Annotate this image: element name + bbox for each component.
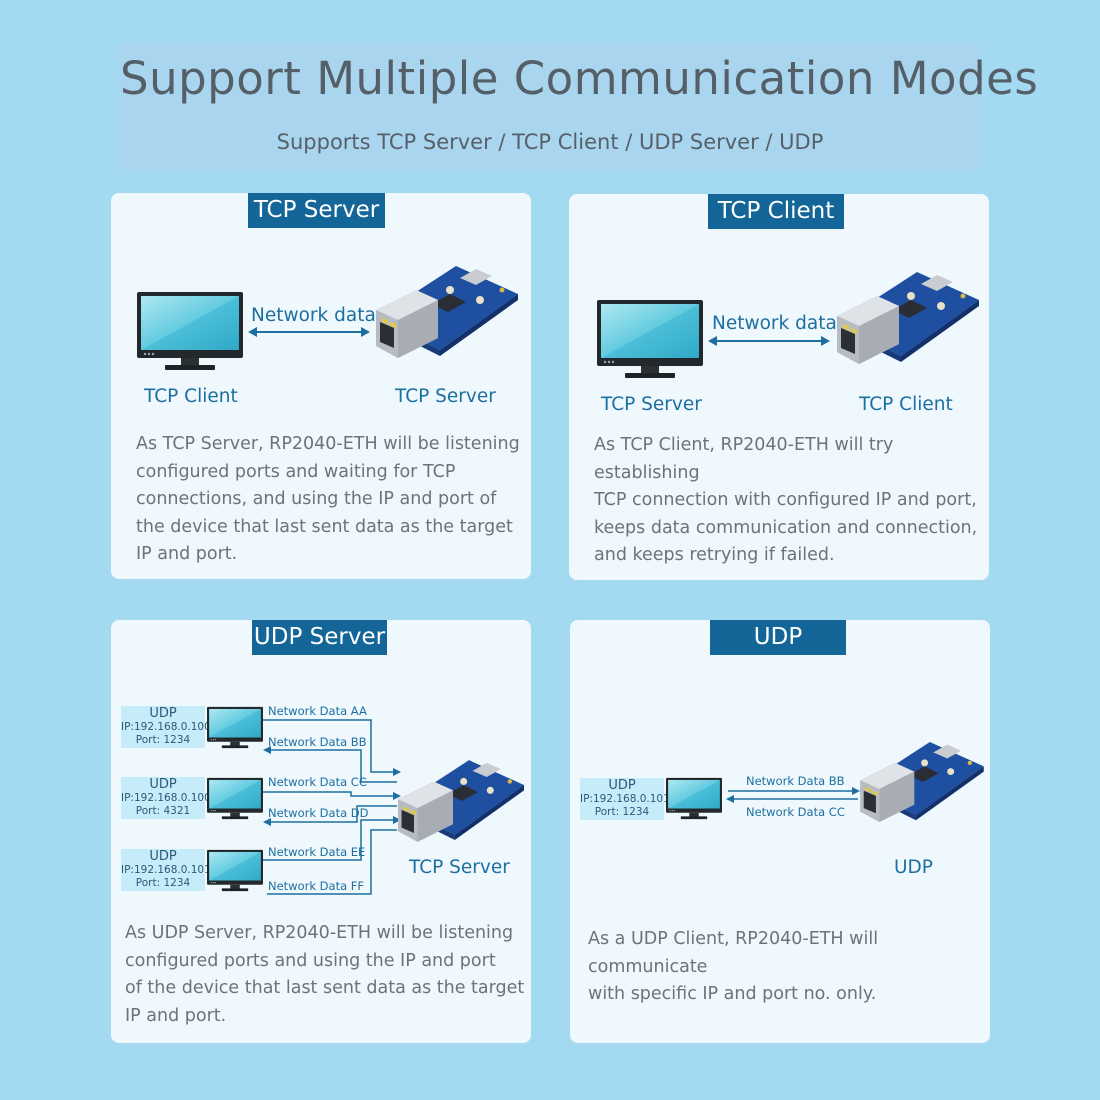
udp-label: UDP	[894, 857, 933, 878]
rp2040-eth-board-icon	[860, 742, 984, 822]
desc-line: As TCP Client, RP2040-ETH will try estab…	[594, 435, 894, 483]
desc-line: As TCP Server, RP2040-ETH will be listen…	[136, 434, 520, 454]
network-data-in-label: Network Data BB	[268, 735, 367, 749]
network-data-out-label: Network Data AA	[268, 704, 367, 718]
tcp-server-tab: TCP Server	[248, 193, 385, 228]
udp-label: UDP	[149, 706, 177, 721]
routing-lines	[726, 787, 860, 803]
monitor-icon	[666, 777, 722, 820]
udp-client-info: UDP IP:192.168.0.100 Port: 1234	[121, 706, 211, 748]
network-data-label: Network data	[712, 313, 837, 334]
tcp-client-card: TCP Client Network data TCP Server TCP C…	[569, 194, 989, 580]
ip-label: IP:192.168.0.101	[580, 793, 670, 805]
rp2040-eth-board-icon	[376, 266, 518, 358]
monitor-icon	[597, 300, 703, 378]
desc-line: connections, and using the IP and port o…	[136, 489, 497, 509]
header: Support Multiple Communication Modes Sup…	[120, 44, 1039, 170]
tcp-client-tab: TCP Client	[708, 194, 844, 229]
network-data-in-label: Network Data DD	[268, 806, 369, 820]
desc-line: As UDP Server, RP2040-ETH will be listen…	[125, 923, 514, 943]
monitor-icon	[137, 292, 243, 370]
monitor-icon	[207, 777, 263, 820]
tcp-client-label: TCP Client	[144, 386, 238, 407]
udp-server-tab: UDP Server	[252, 620, 387, 655]
desc-line: As a UDP Client, RP2040-ETH will communi…	[588, 929, 879, 977]
ip-label: IP:192.168.0.100	[121, 792, 211, 804]
desc-line: keeps data communication and connection,	[594, 517, 978, 538]
tcp-server-description: As TCP Server, RP2040-ETH will be listen…	[136, 431, 520, 569]
tcp-client-label: TCP Client	[859, 394, 953, 415]
desc-line: IP and port.	[125, 1005, 227, 1026]
udp-server-description: As UDP Server, RP2040-ETH will be listen…	[125, 920, 524, 1030]
tcp-server-label: TCP Server	[409, 857, 510, 878]
desc-line: TCP connection with configured IP and po…	[594, 490, 977, 510]
tcp-server-label: TCP Server	[395, 386, 496, 407]
page-subtitle: Supports TCP Server / TCP Client / UDP S…	[276, 130, 824, 154]
double-arrow-icon	[708, 336, 830, 346]
monitor-icon	[207, 706, 263, 749]
tcp-server-card: TCP Server Network data TCP Client TCP S…	[111, 193, 531, 579]
udp-client-info: UDP IP:192.168.0.101 Port: 1234	[580, 778, 670, 820]
udp-client-info: UDP IP:192.168.0.100 Port: 4321	[121, 777, 211, 819]
desc-line: of the device that last sent data as the…	[125, 978, 525, 998]
tcp-server-label: TCP Server	[601, 394, 702, 415]
network-data-label: Network data	[251, 305, 376, 326]
desc-line: the device that last sent data as the ta…	[136, 516, 513, 537]
ip-label: IP:192.168.0.101	[121, 864, 211, 876]
udp-label: UDP	[149, 849, 177, 864]
desc-line: and keeps retrying if failed.	[594, 545, 835, 565]
udp-label: UDP	[608, 778, 636, 793]
network-data-out-label: Network Data CC	[268, 775, 367, 789]
udp-label: UDP	[149, 777, 177, 792]
port-label: Port: 4321	[135, 805, 191, 817]
desc-line: configured ports and waiting for TCP	[136, 461, 456, 482]
udp-server-card: UDP Server UDP IP:192.168.0.100 Port: 12…	[111, 620, 531, 1043]
network-data-out-label: Network Data BB	[746, 774, 845, 788]
desc-line: configured ports and using the IP and po…	[125, 950, 496, 971]
ip-label: IP:192.168.0.100	[121, 721, 211, 733]
udp-client-info: UDP IP:192.168.0.101 Port: 1234	[121, 849, 211, 891]
udp-card: UDP UDP IP:192.168.0.101 Port: 1234 Netw…	[570, 620, 990, 1043]
page-title: Support Multiple Communication Modes	[120, 52, 1039, 105]
udp-description: As a UDP Client, RP2040-ETH will communi…	[588, 926, 990, 1009]
double-arrow-icon	[248, 327, 370, 337]
port-label: Port: 1234	[135, 877, 191, 889]
rp2040-eth-board-icon	[398, 760, 524, 842]
network-data-in-label: Network Data CC	[746, 805, 845, 819]
monitor-icon	[207, 849, 263, 892]
tcp-client-description: As TCP Client, RP2040-ETH will try estab…	[594, 432, 989, 570]
port-label: Port: 1234	[594, 806, 650, 818]
network-data-out-label: Network Data EE	[268, 845, 366, 859]
udp-tab: UDP	[710, 620, 846, 655]
desc-line: IP and port.	[136, 544, 238, 564]
routing-lines	[263, 719, 401, 895]
network-data-in-label: Network Data FF	[268, 879, 365, 893]
port-label: Port: 1234	[135, 734, 191, 746]
desc-line: with specific IP and port no. only.	[588, 984, 877, 1004]
rp2040-eth-board-icon	[837, 272, 979, 364]
